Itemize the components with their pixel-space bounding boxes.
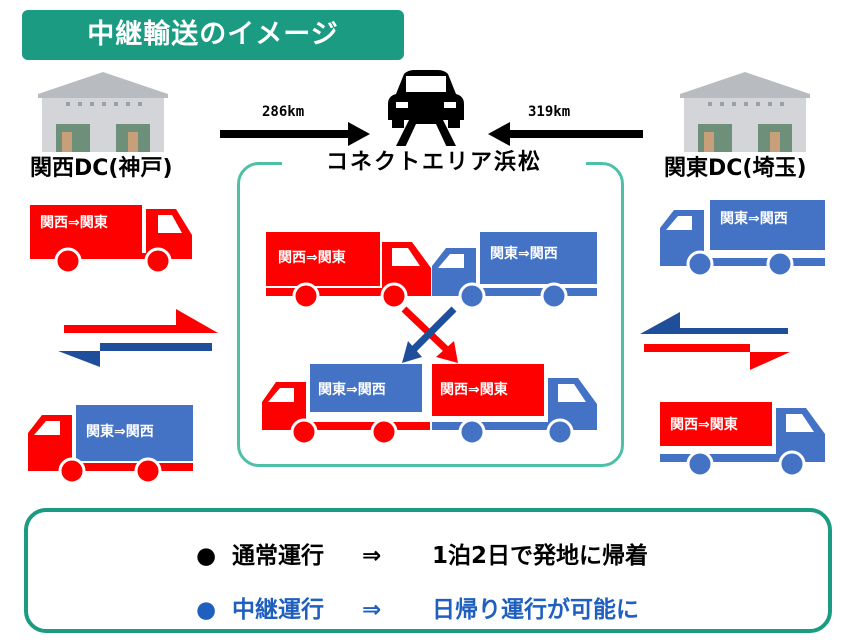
car-road-icon xyxy=(388,70,464,154)
truck-center-top-red-label: 関西⇒関東 xyxy=(278,249,346,266)
note-normal-arrow: ⇒ xyxy=(362,543,382,569)
note-relay-result: 日帰り運行が可能に xyxy=(432,597,640,623)
truck-left-bottom-label: 関東⇒関西 xyxy=(86,423,154,440)
truck-center-bottom-red-label: 関東⇒関西 xyxy=(318,381,386,398)
truck-left-top: 関西⇒関東 xyxy=(30,205,192,275)
note-normal: ● 通常運行 ⇒ 1泊2日で発地に帰着 xyxy=(196,536,648,570)
right-distance-label: 319km xyxy=(528,104,571,120)
left-warehouse-icon xyxy=(38,72,168,152)
title-banner: 中継輸送のイメージ xyxy=(22,10,404,60)
right-dc-label: 関東DC(埼玉) xyxy=(664,156,807,181)
note-normal-bullet: ● xyxy=(196,543,217,569)
truck-center-bottom-red: 関東⇒関西 xyxy=(262,364,430,446)
right-bidirectional-arrow xyxy=(640,312,790,370)
relay-area-label: コネクトエリア浜松 xyxy=(282,146,586,180)
notes-box xyxy=(24,508,832,633)
truck-right-bottom: 関西⇒関東 xyxy=(660,402,825,478)
truck-right-bottom-label: 関西⇒関東 xyxy=(670,416,738,433)
truck-center-bottom-blue: 関西⇒関東 xyxy=(432,364,597,446)
right-warehouse-icon xyxy=(680,72,810,152)
title-text: 中継輸送のイメージ xyxy=(87,19,339,50)
truck-center-top-red: 関西⇒関東 xyxy=(266,232,431,310)
note-relay-label: 中継運行 xyxy=(232,597,325,623)
left-distance-arrow xyxy=(220,122,370,146)
truck-left-bottom: 関東⇒関西 xyxy=(28,405,193,485)
left-bidirectional-arrow xyxy=(58,309,218,367)
right-distance-arrow xyxy=(488,122,643,146)
note-relay-bullet: ● xyxy=(196,597,217,623)
note-relay: ● 中継運行 ⇒ 日帰り運行が可能に xyxy=(196,590,639,624)
truck-center-bottom-blue-label: 関西⇒関東 xyxy=(440,381,508,398)
left-distance-label: 286km xyxy=(262,104,305,120)
note-normal-result: 1泊2日で発地に帰着 xyxy=(432,543,649,569)
truck-right-top-label: 関東⇒関西 xyxy=(720,210,788,227)
truck-center-top-blue-label: 関東⇒関西 xyxy=(490,245,558,262)
swap-arrows-icon xyxy=(401,306,458,363)
truck-left-top-label: 関西⇒関東 xyxy=(40,214,108,231)
truck-center-top-blue: 関東⇒関西 xyxy=(432,232,597,310)
left-dc-label: 関西DC(神戸) xyxy=(30,156,173,181)
note-normal-label: 通常運行 xyxy=(232,543,325,569)
truck-right-top: 関東⇒関西 xyxy=(660,200,825,278)
note-relay-arrow: ⇒ xyxy=(362,597,382,623)
